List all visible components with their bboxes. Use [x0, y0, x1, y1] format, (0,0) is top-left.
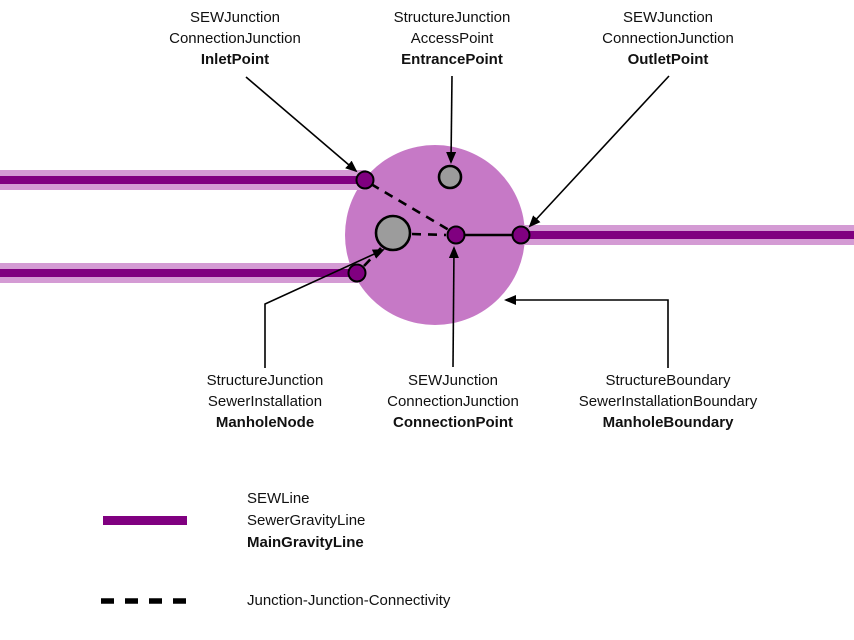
legend-connectivity-text: Junction-Junction-Connectivity: [247, 592, 451, 609]
callout-line-3: InletPoint: [200, 51, 270, 68]
leader-connection-point: [448, 246, 459, 368]
legend-line-2: SewerGravityLine: [247, 512, 366, 529]
pipe-core: [0, 176, 366, 184]
callout-line-1: SEWJunction: [189, 9, 281, 26]
legend-line-1: SEWLine: [247, 490, 310, 507]
callout-line-1: StructureJunction: [393, 9, 511, 26]
callout-manhole-boundary: StructureBoundary SewerInstallationBound…: [538, 370, 798, 433]
entrance-point: [437, 164, 463, 190]
callout-line-1: StructureBoundary: [605, 372, 731, 389]
legend-connectivity-label: Junction-Junction-Connectivity: [247, 590, 450, 612]
pipe-top-left: [0, 170, 366, 190]
callout-line-1: SEWJunction: [622, 9, 714, 26]
callout-line-3: ManholeNode: [215, 414, 315, 431]
callout-line-1: SEWJunction: [407, 372, 499, 389]
legend-gravity-line-swatch: [103, 516, 187, 525]
inlet-point-2: [347, 263, 367, 283]
callout-line-2: ConnectionJunction: [602, 30, 734, 47]
manhole-node-point: [374, 214, 412, 252]
inlet-point: [355, 170, 375, 190]
callout-manhole-node: StructureJunction SewerInstallation Manh…: [155, 370, 375, 433]
connectivity-manhole-to-connection: [411, 232, 447, 237]
callout-outlet-point: SEWJunction ConnectionJunction OutletPoi…: [558, 7, 778, 70]
callout-line-3: EntrancePoint: [401, 51, 503, 68]
callout-line-2: ConnectionJunction: [387, 393, 519, 410]
connection-point: [446, 225, 466, 245]
legend-line-3: MainGravityLine: [247, 534, 364, 551]
leader-manhole-node: [264, 249, 385, 368]
callout-entrance-point: StructureJunction AccessPoint EntrancePo…: [342, 7, 562, 70]
leader-inlet-point: [245, 76, 358, 173]
callout-line-2: AccessPoint: [410, 30, 494, 47]
callout-line-2: SewerInstallationBoundary: [578, 393, 758, 410]
pipe-core: [520, 231, 854, 239]
callout-inlet-point: SEWJunction ConnectionJunction InletPoin…: [125, 7, 345, 70]
leader-outlet-point: [528, 75, 670, 228]
callout-line-2: ConnectionJunction: [169, 30, 301, 47]
callout-connection-point: SEWJunction ConnectionJunction Connectio…: [343, 370, 563, 433]
pipe-core: [0, 269, 358, 277]
callout-line-3: ConnectionPoint: [393, 414, 513, 431]
legend-gravity-line-label: SEWLine SewerGravityLine MainGravityLine: [247, 488, 365, 554]
callout-line-1: StructureJunction: [206, 372, 324, 389]
leader-manhole-boundary: [504, 295, 669, 368]
callout-line-3: ManholeBoundary: [602, 414, 734, 431]
callout-line-3: OutletPoint: [627, 51, 709, 68]
outlet-point: [511, 225, 531, 245]
pipe-bottom-left: [0, 263, 358, 283]
callout-line-2: SewerInstallation: [207, 393, 323, 410]
pipe-right: [520, 225, 854, 245]
leader-entrance-point: [446, 75, 457, 164]
